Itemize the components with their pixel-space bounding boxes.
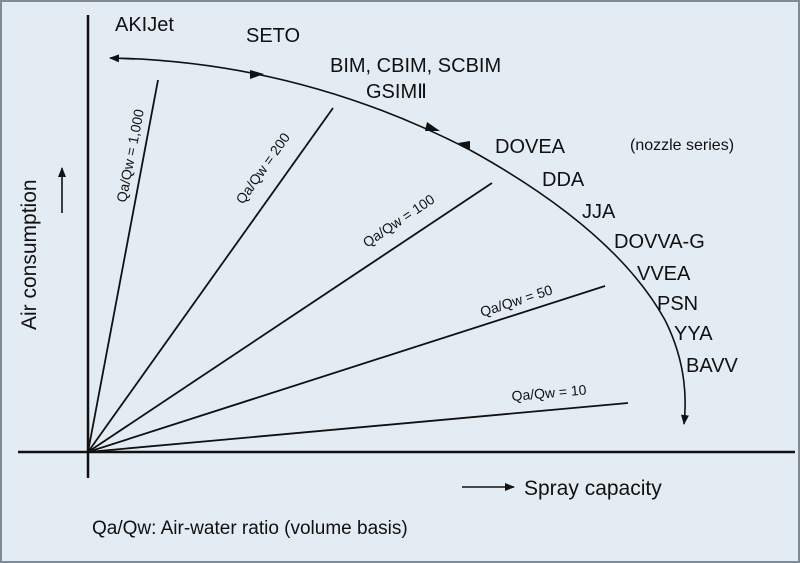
series-yya: YYA bbox=[674, 323, 713, 345]
series-gsim: GSIMⅡ bbox=[366, 81, 427, 103]
series-jja: JJA bbox=[582, 201, 616, 223]
ratio-label-1000: Qa/Qw = 1,000 bbox=[113, 107, 147, 203]
ratio-line-100 bbox=[87, 182, 493, 453]
ratio-label-100: Qa/Qw = 100 bbox=[360, 191, 438, 251]
arc-arrow-mid bbox=[425, 122, 440, 131]
series-dda: DDA bbox=[542, 169, 585, 191]
arc-start-arrow bbox=[109, 54, 136, 63]
series-seto: SETO bbox=[246, 25, 300, 47]
footnote: Qa/Qw: Air-water ratio (volume basis) bbox=[92, 518, 408, 539]
nozzle-series-arc bbox=[111, 57, 689, 425]
series-vvea: VVEA bbox=[637, 263, 691, 285]
arc-arrow-left bbox=[250, 70, 264, 79]
ratio-line-1000 bbox=[87, 79, 159, 453]
ratio-label-200: Qa/Qw = 200 bbox=[232, 129, 293, 206]
series-dovva-g: DOVVA-G bbox=[614, 231, 705, 253]
y-axis-title: Air consumption bbox=[18, 179, 41, 330]
arc-arrow-mid-back bbox=[458, 141, 470, 150]
ratio-line-10 bbox=[87, 402, 629, 453]
ratio-line-200 bbox=[87, 107, 334, 453]
series-bavv: BAVV bbox=[686, 355, 739, 377]
ratio-line-50 bbox=[87, 285, 606, 453]
series-bim: BIM, CBIM, SCBIM bbox=[330, 55, 501, 77]
ratio-label-10: Qa/Qw = 10 bbox=[511, 381, 587, 404]
series-akijet: AKIJet bbox=[115, 14, 174, 36]
series-dovea: DOVEA bbox=[495, 136, 566, 158]
x-axis-title: Spray capacity bbox=[524, 477, 662, 500]
series-note: (nozzle series) bbox=[630, 137, 734, 154]
series-psn: PSN bbox=[657, 293, 698, 315]
